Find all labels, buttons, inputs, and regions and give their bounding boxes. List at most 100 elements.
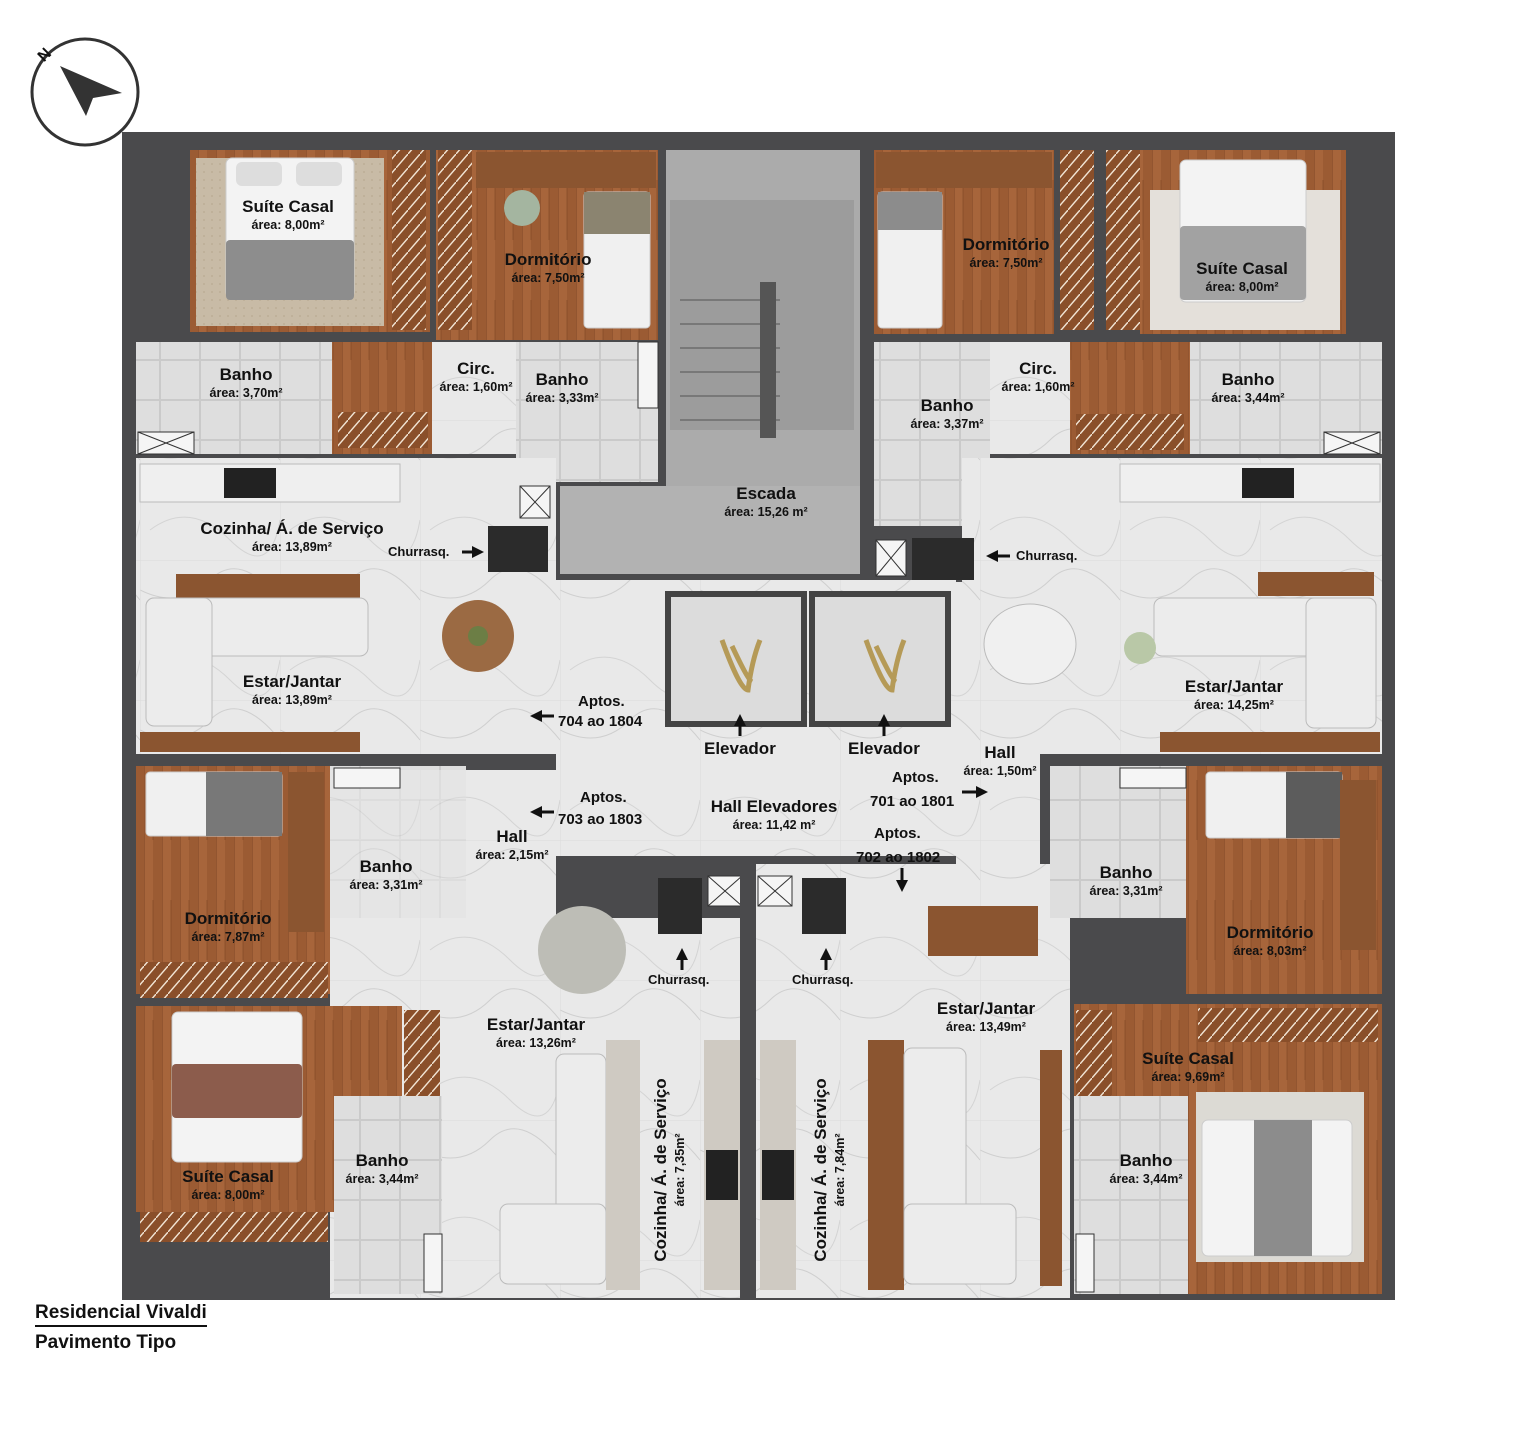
north-label: N xyxy=(35,45,55,65)
room-label-circ-nw: Circ.área: 1,60m² xyxy=(440,359,513,394)
sofa-icon xyxy=(145,597,369,727)
room-name: Banho xyxy=(921,396,974,415)
grill-se xyxy=(802,878,846,934)
wardrobe-sw3 xyxy=(404,1010,440,1096)
room-label-estar-ne: Estar/Jantar área: 14,25m² xyxy=(1185,677,1284,712)
room-area: área: 7,50m² xyxy=(970,256,1043,270)
room-name: Escada xyxy=(736,484,796,503)
room-label-hall-e: Hall área: 1,50m² xyxy=(964,743,1037,778)
wall-central xyxy=(740,874,756,1298)
shaft-sw3 xyxy=(333,767,401,789)
wardrobe-sw1 xyxy=(140,962,328,998)
room-name: Hall Elevadores xyxy=(711,797,838,816)
floor-banho-se1 xyxy=(1050,766,1186,918)
bed-icon xyxy=(1179,159,1307,303)
room-name: Banho xyxy=(536,370,589,389)
logo-icon xyxy=(719,639,763,693)
floor-stair-lower xyxy=(560,486,860,574)
room-name: Banho xyxy=(1222,370,1275,389)
room-area: área: 14,25m² xyxy=(1194,698,1274,712)
bed-icon xyxy=(145,771,283,837)
shelf-ne xyxy=(1258,572,1374,596)
room-area: área: 1,60m² xyxy=(440,380,513,394)
plant-icon xyxy=(1124,632,1156,664)
room-name: Banho xyxy=(1120,1151,1173,1170)
tv-se xyxy=(1040,1050,1062,1286)
room-area: área: 3,37m² xyxy=(911,417,984,431)
wardrobe-ne3 xyxy=(1076,414,1184,450)
room-label-banho-nw2: Banho área: 3,33m² xyxy=(526,370,599,405)
arrow-icon xyxy=(462,546,1010,970)
room-name: Banho xyxy=(220,365,273,384)
wardrobe-ne2 xyxy=(1106,150,1140,330)
bed-icon xyxy=(1201,1119,1353,1257)
churrasq-label-sw: Churrasq. xyxy=(648,972,709,987)
bed-icon xyxy=(877,191,943,329)
aptos-701-line1: Aptos. xyxy=(892,769,939,786)
room-name: Estar/Jantar xyxy=(1185,677,1284,696)
wardrobe-nw1 xyxy=(392,150,426,330)
room-area: área: 8,00m² xyxy=(1206,280,1279,294)
cooktop-icon xyxy=(1242,468,1294,498)
room-area: área: 8,00m² xyxy=(192,1188,265,1202)
room-area: área: 3,31m² xyxy=(350,878,423,892)
floor-circ-ne xyxy=(990,342,1070,454)
plant-icon xyxy=(468,626,488,646)
table-icon xyxy=(983,603,1077,685)
room-area: área: 11,42 m² xyxy=(733,818,816,832)
room-label-banho-nw1: Banho área: 3,70m² xyxy=(210,365,283,400)
tv-nw xyxy=(140,732,360,752)
room-area: área: 3,44m² xyxy=(1110,1172,1183,1186)
grill-nw xyxy=(488,526,548,572)
room-name: Circ. xyxy=(1019,359,1057,378)
room-area: área: 8,03m² xyxy=(1234,944,1307,958)
room-label-hall-elev: Hall Elevadores área: 11,42 m² xyxy=(711,797,838,832)
elevador-label-left: Elevador xyxy=(704,739,776,758)
room-area: área: 1,50m² xyxy=(964,764,1037,778)
room-area: área: 13,89m² xyxy=(252,540,332,554)
room-name: Hall xyxy=(984,743,1015,762)
north-arrow-icon xyxy=(60,66,122,116)
desk-nw xyxy=(476,152,656,188)
room-area: área: 3,44m² xyxy=(346,1172,419,1186)
floor-subtitle: Pavimento Tipo xyxy=(35,1332,177,1353)
cooktop-icon xyxy=(762,1150,794,1200)
bed-icon xyxy=(1205,771,1343,839)
chair-icon xyxy=(504,190,540,226)
room-name: Hall xyxy=(496,827,527,846)
room-area: área: 7,35m² xyxy=(673,1134,687,1207)
room-name: Suíte Casal xyxy=(242,197,334,216)
churrasq-label-nw: Churrasq. xyxy=(388,544,449,559)
sofa-icon xyxy=(903,1047,1017,1285)
room-name: Estar/Jantar xyxy=(243,672,342,691)
room-name: Dormitório xyxy=(185,909,272,928)
churrasq-label-se: Churrasq. xyxy=(792,972,853,987)
room-area: área: 13,26m² xyxy=(496,1036,576,1050)
room-name: Dormitório xyxy=(505,250,592,269)
stair-rail xyxy=(760,282,776,438)
floor-plan: N Suíte Casal área: 8,00m² Dormitório área:… xyxy=(30,37,1395,1300)
room-area: área: 2,15m² xyxy=(476,848,549,862)
room-area: área: 3,70m² xyxy=(210,386,283,400)
aptos-701-line2: 701 ao 1801 xyxy=(870,793,954,810)
bed-icon xyxy=(583,191,651,329)
room-area: área: 3,31m² xyxy=(1090,884,1163,898)
aptos-702-line2: 702 ao 1802 xyxy=(856,849,940,866)
room-area: área: 3,33m² xyxy=(526,391,599,405)
elevador-label-right: Elevador xyxy=(848,739,920,758)
room-name: Suíte Casal xyxy=(1196,259,1288,278)
room-label-banho-se2: Banho área: 3,44m² xyxy=(1110,1151,1183,1186)
counter-se2 xyxy=(868,1040,904,1290)
wardrobe-nw2 xyxy=(438,150,472,330)
desk-sw xyxy=(288,772,324,932)
table-icon xyxy=(538,906,626,994)
aptos-702-line1: Aptos. xyxy=(874,825,921,842)
shaft-se2 xyxy=(1119,767,1187,789)
room-area: área: 7,87m² xyxy=(192,930,265,944)
room-name: Dormitório xyxy=(963,235,1050,254)
